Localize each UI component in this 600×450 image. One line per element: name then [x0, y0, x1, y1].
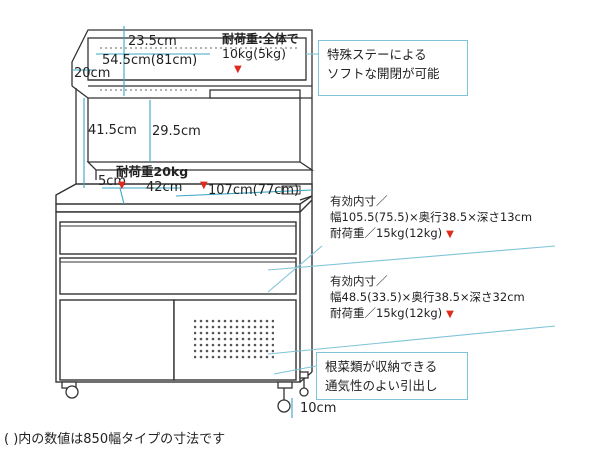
dim-cabinet-depth: 42cm: [146, 180, 183, 195]
cabinet-body: [55, 195, 313, 383]
drawer-spec-1-line3: 耐荷重／15kg(12kg): [330, 226, 443, 240]
callout-bottom-line1: 根菜類が収納できる: [325, 359, 438, 374]
dimension-lines: [72, 26, 313, 418]
dim-shelf-depth: 5cm: [98, 174, 127, 189]
shelf-load-arrow-icon: ▼: [118, 180, 126, 191]
worktop-load-arrow-icon: ▼: [200, 180, 208, 191]
upper-frame: [75, 88, 315, 190]
drawer-spec-1-line2: 幅105.5(75.5)×奥行38.5×深さ13cm: [330, 210, 533, 224]
dim-top-side: 20cm: [74, 66, 111, 81]
shelf-load: 耐荷重20kg: [116, 164, 189, 179]
dim-mid-height: 29.5cm: [152, 124, 201, 139]
top-load-arrow-icon: ▼: [234, 64, 242, 75]
dim-cabinet-width: 107cm(77cm): [208, 183, 300, 198]
dim-top-depth: 23.5cm: [128, 34, 177, 49]
dim-leg-height: 10cm: [300, 401, 337, 416]
top-load-line2: 10kg(5kg): [222, 46, 286, 61]
top-load-line1: 耐荷重:全体で: [222, 32, 299, 46]
dim-top-width: 54.5cm(81cm): [102, 53, 198, 68]
top-unit: [71, 29, 313, 99]
footnote: ( )内の数値は850幅タイプの寸法です: [4, 432, 226, 447]
drawer-spec-2-line2: 幅48.5(33.5)×奥行38.5×深さ32cm: [330, 290, 525, 304]
drawer-spec-1-line1: 有効内寸／: [330, 194, 388, 208]
drawer-spec-1: 有効内寸／ 幅105.5(75.5)×奥行38.5×深さ13cm 耐荷重／15k…: [330, 193, 532, 241]
drawer-spec-2-line3: 耐荷重／15kg(12kg): [330, 306, 443, 320]
drawer-spec-1-arrow-icon: ▼: [446, 229, 454, 240]
drawer-spec-2: 有効内寸／ 幅48.5(33.5)×奥行38.5×深さ32cm 耐荷重／15kg…: [330, 273, 525, 321]
callout-top-line2: ソフトな開閉が可能: [327, 66, 440, 81]
callout-top-line1: 特殊ステーによる: [327, 47, 427, 62]
callout-bottom: 根菜類が収納できる 通気性のよい引出し: [316, 352, 468, 400]
callout-bottom-line2: 通気性のよい引出し: [325, 378, 438, 393]
callout-top: 特殊ステーによる ソフトな開閉が可能: [318, 40, 468, 96]
leader-lines: [267, 53, 556, 375]
casters: [61, 371, 309, 413]
drawer-spec-2-line1: 有効内寸／: [330, 274, 388, 288]
dim-total-height: 41.5cm: [88, 123, 137, 138]
drawer-spec-2-arrow-icon: ▼: [446, 309, 454, 320]
